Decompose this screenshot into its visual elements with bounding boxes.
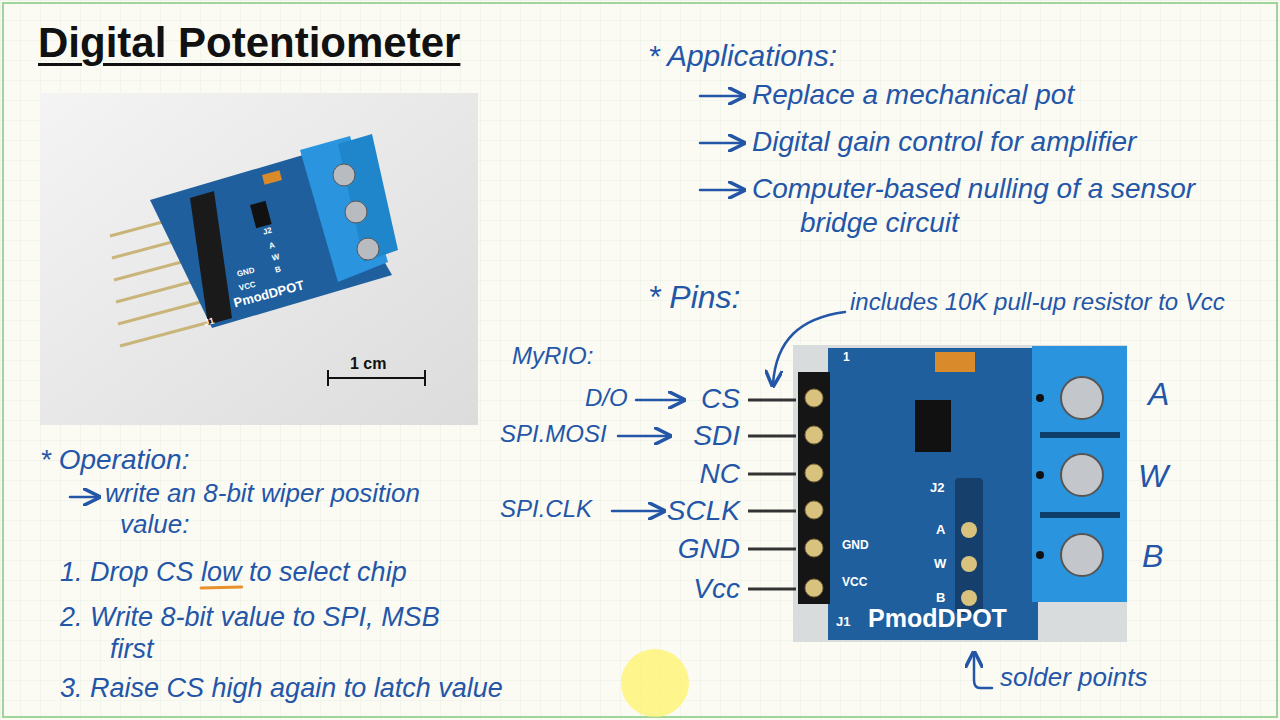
bullet-arrow bbox=[700, 95, 742, 98]
ic-chip bbox=[250, 201, 272, 228]
pin bbox=[120, 322, 210, 346]
operation-item: write an 8-bit wiper position value: bbox=[105, 478, 485, 540]
solder-point bbox=[961, 522, 977, 538]
signal-arrow bbox=[636, 399, 682, 402]
operation-step: 2. Write 8-bit value to SPI, MSB first bbox=[60, 601, 480, 666]
screw bbox=[1061, 454, 1103, 496]
pin-hole bbox=[805, 501, 823, 519]
scale-tick bbox=[327, 370, 329, 386]
bullet-arrow bbox=[70, 496, 97, 499]
header-holes bbox=[805, 389, 823, 597]
pin bbox=[118, 300, 208, 324]
bullet-arrow bbox=[700, 142, 742, 145]
silkscreen-text: A bbox=[936, 522, 945, 538]
solder-point bbox=[961, 556, 977, 572]
pin-hole bbox=[805, 539, 823, 557]
pin-hole bbox=[805, 389, 823, 407]
section-heading: * Operation: bbox=[40, 443, 189, 477]
section-heading: * Pins: bbox=[648, 278, 740, 316]
silkscreen-text: GND bbox=[842, 538, 869, 552]
callout-note: includes 10K pull-up resistor to Vcc bbox=[850, 288, 1235, 317]
pin-name: Vcc bbox=[693, 572, 740, 606]
pin-leader bbox=[748, 473, 796, 476]
screw bbox=[1061, 534, 1103, 576]
pin-name: GND bbox=[678, 532, 740, 566]
silkscreen-text: W bbox=[934, 556, 946, 572]
screw bbox=[345, 201, 367, 223]
solder-point bbox=[961, 590, 977, 606]
scale-label: 1 cm bbox=[350, 354, 386, 373]
signal-arrow bbox=[618, 435, 668, 438]
terminal-block-side bbox=[338, 134, 398, 262]
controller-name: MyRIO: bbox=[512, 342, 593, 371]
photo-background bbox=[793, 345, 1127, 642]
operation-step: 1. Drop CS low to select chip bbox=[60, 556, 407, 588]
capacitor bbox=[262, 170, 282, 184]
pin-leader bbox=[748, 435, 796, 438]
pin-name: CS bbox=[701, 382, 740, 416]
silkscreen-text: W bbox=[271, 252, 281, 263]
terminal-block bbox=[1032, 346, 1127, 602]
section-heading: * Applications: bbox=[648, 38, 837, 74]
screw bbox=[333, 164, 355, 186]
pin-hole bbox=[805, 579, 823, 597]
ic-chip bbox=[915, 400, 951, 452]
terminal-divider bbox=[1040, 432, 1120, 438]
pin-leader bbox=[748, 548, 796, 551]
terminal-dot bbox=[1036, 471, 1044, 479]
application-item: Digital gain control for amplifier bbox=[752, 125, 1136, 159]
silkscreen-text: PmodDPOT bbox=[868, 603, 1007, 633]
screw bbox=[357, 238, 379, 260]
signal-name: SPI.MOSI bbox=[500, 420, 607, 449]
emphasis-underline bbox=[201, 587, 242, 588]
application-item: Computer-based nulling of a sensor bridg… bbox=[752, 172, 1222, 239]
silkscreen-text: B bbox=[936, 590, 945, 606]
pin-header bbox=[190, 191, 232, 325]
terminal-label: A bbox=[1148, 375, 1169, 413]
pin-leaders bbox=[748, 400, 796, 589]
leader-arrow bbox=[773, 312, 845, 384]
pin-hole bbox=[805, 426, 823, 444]
terminal-label: B bbox=[1142, 537, 1163, 575]
scale-bar bbox=[328, 377, 425, 379]
pin-hole bbox=[805, 464, 823, 482]
leader-arrow bbox=[974, 654, 992, 688]
pin-leader bbox=[748, 588, 796, 591]
pin-leader bbox=[748, 399, 796, 402]
operation-step: 3. Raise CS high again to latch value bbox=[60, 672, 503, 704]
pin-name: SDI bbox=[693, 419, 740, 453]
paper-border bbox=[3, 3, 1277, 717]
silkscreen-text: J2 bbox=[930, 480, 944, 496]
capacitor bbox=[935, 352, 975, 372]
bullet-arrow bbox=[700, 189, 742, 192]
signal-name: SPI.CLK bbox=[500, 495, 592, 524]
scale-tick bbox=[424, 370, 426, 386]
j2-header bbox=[955, 478, 983, 614]
silkscreen-text: VCC bbox=[842, 575, 867, 589]
terminal-dot bbox=[1036, 394, 1044, 402]
photo-background bbox=[40, 93, 478, 425]
silkscreen-text: 1 bbox=[843, 350, 850, 364]
pin-leader bbox=[748, 510, 796, 513]
application-item: Replace a mechanical pot bbox=[752, 78, 1074, 112]
pin-header bbox=[798, 372, 830, 604]
terminal-dot bbox=[1036, 551, 1044, 559]
cursor-highlight bbox=[621, 649, 689, 717]
silkscreen-text: J1 bbox=[836, 614, 850, 630]
screw bbox=[1061, 377, 1103, 419]
pin-name: SCLK bbox=[667, 494, 740, 528]
signal-arrow bbox=[612, 510, 662, 513]
terminal-label: W bbox=[1138, 457, 1168, 495]
slide-title: Digital Potentiometer bbox=[38, 18, 460, 68]
callout-note: solder points bbox=[1000, 662, 1147, 693]
signal-name: D/O bbox=[585, 384, 628, 413]
pcb-board bbox=[828, 348, 1038, 640]
terminal-divider bbox=[1040, 512, 1120, 518]
pin-name: NC bbox=[700, 457, 740, 491]
